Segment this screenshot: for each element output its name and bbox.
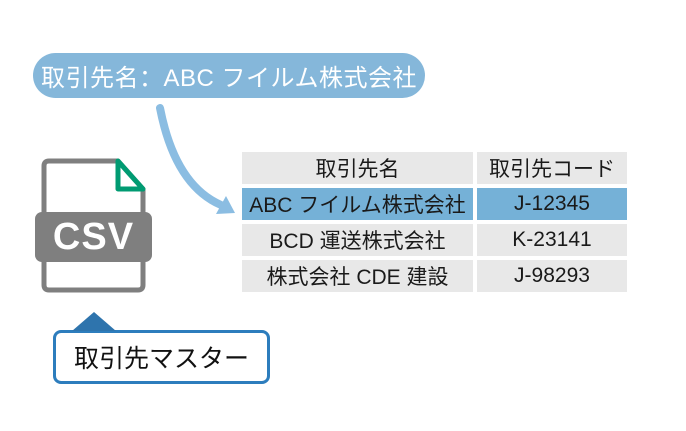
table-cell-code-row1: J-12345 bbox=[477, 188, 627, 220]
table-cell-name-row3: 株式会社 CDE 建設 bbox=[242, 260, 473, 292]
table-cell-name-row1: ABC フイルム株式会社 bbox=[242, 188, 473, 220]
table-header-name: 取引先名 bbox=[242, 152, 473, 184]
partner-name-bubble-label: 取引先名：ABC フイルム株式会社 bbox=[40, 65, 418, 92]
partner-name-bubble: 取引先名：ABC フイルム株式会社 bbox=[33, 53, 425, 98]
partner-table: 取引先名 取引先コード ABC フイルム株式会社 J-12345 BCD 運送株… bbox=[242, 152, 627, 292]
table-cell-name-row2: BCD 運送株式会社 bbox=[242, 224, 473, 256]
callout-pointer-triangle bbox=[72, 312, 116, 331]
curved-arrow-icon bbox=[156, 104, 235, 214]
partner-master-callout-label: 取引先マスター bbox=[73, 345, 249, 373]
table-header-code: 取引先コード bbox=[477, 152, 627, 184]
csv-band-label: CSV bbox=[52, 215, 135, 258]
table-cell-code-row2: K-23141 bbox=[477, 224, 627, 256]
table-cell-code-row3: J-98293 bbox=[477, 260, 627, 292]
partner-master-callout: 取引先マスター bbox=[53, 330, 270, 384]
csv-band: CSV bbox=[35, 212, 152, 262]
